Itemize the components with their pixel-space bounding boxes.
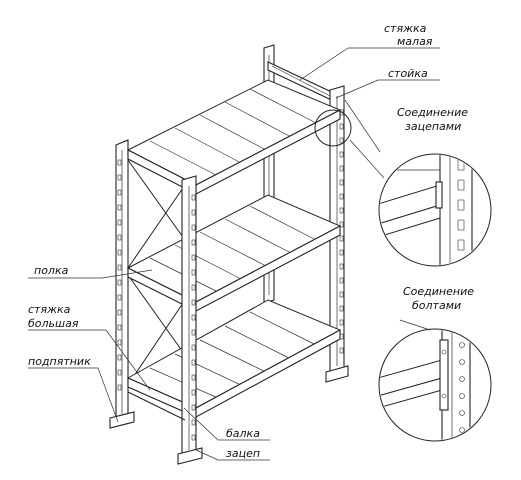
label-large-tie-line1: стяжка <box>28 303 71 316</box>
label-bolt-connection-line1: Соединение <box>403 285 475 298</box>
shelf-middle <box>126 194 342 312</box>
label-shelf: полка <box>34 264 69 277</box>
upright-front-left <box>109 139 135 429</box>
label-large-tie-line2: большая <box>28 317 79 330</box>
cross-brace-left <box>127 159 186 386</box>
label-hook: зацеп <box>226 447 261 460</box>
detail-zoom-marker <box>314 109 352 147</box>
label-small-tie-line1: стяжка <box>384 22 427 35</box>
label-upright: стойка <box>388 67 428 80</box>
leader-lines <box>28 47 440 461</box>
label-bolt-connection-line2: болтами <box>412 299 462 312</box>
large-tie <box>127 391 186 421</box>
label-small-tie-line2: малая <box>397 35 433 48</box>
detail-bolt-connection <box>378 328 492 442</box>
shelf-bottom <box>126 299 342 418</box>
label-hook-connection-line2: зацепами <box>405 120 462 133</box>
upright-front-right <box>177 175 203 465</box>
label-beam: балка <box>226 427 260 440</box>
rack-assembly <box>109 44 352 465</box>
label-foot-plate: подпятник <box>28 355 91 368</box>
label-hook-connection-line1: Соединение <box>397 106 469 119</box>
shelf-top <box>126 79 342 195</box>
